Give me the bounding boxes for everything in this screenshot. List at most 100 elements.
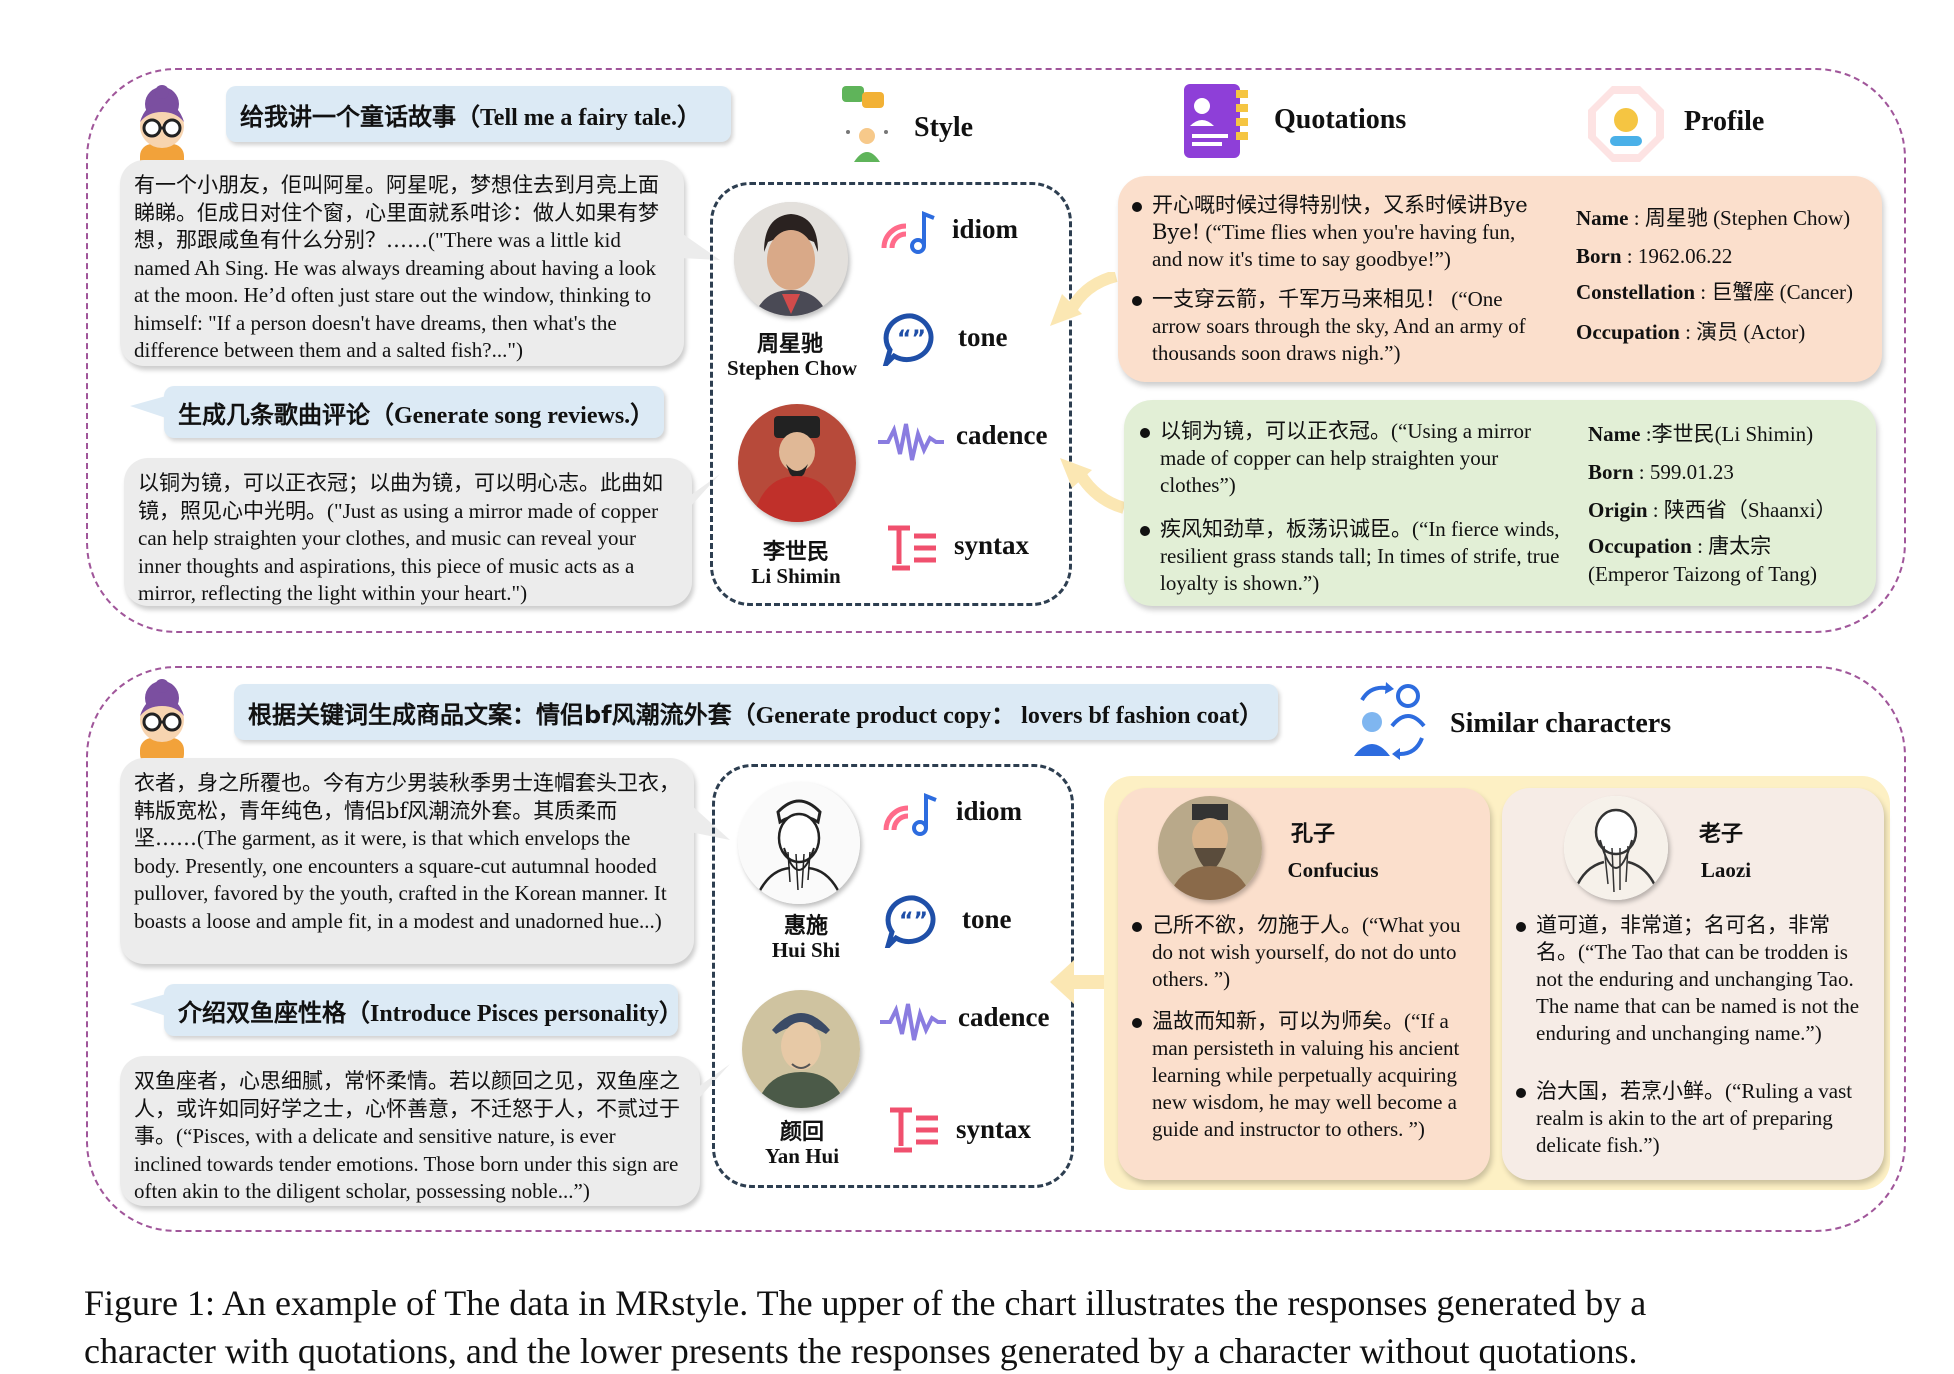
prompt-pisces: 介绍双鱼座性格 （Introduce Pisces personality）	[164, 984, 683, 1036]
profile-key: Occupation	[1576, 320, 1680, 344]
prompt-en: （Tell me a fairy tale.）	[456, 104, 702, 131]
quote-cn: 一支穿云箭，千军万马来相见！	[1152, 287, 1446, 311]
bullet	[1132, 202, 1142, 212]
quote-en: (“In fierce winds, resilient grass stand…	[1160, 517, 1560, 595]
prompt-en: （Introduce Pisces personality）	[346, 1000, 683, 1027]
profile-value: : 巨蟹座 (Cancer)	[1695, 280, 1854, 304]
bubble-tail	[690, 1064, 730, 1108]
top-panel	[86, 68, 1906, 633]
profile-origin: Origin : 陕西省（Shaanxi）	[1588, 496, 1837, 524]
attr-cadence: cadence	[956, 420, 1048, 450]
quote-1: 以铜为镜，可以正衣冠。(“Using a mirror made of copp…	[1160, 418, 1560, 499]
quote-en: (“The Tao that can be trodden is not the…	[1536, 940, 1860, 1045]
laozi-avatar	[1564, 796, 1668, 900]
reply-en: (The garment, as it were, is that which …	[134, 826, 667, 933]
profile-key: Born	[1576, 244, 1622, 268]
profile-value: (Emperor Taizong of Tang)	[1588, 562, 1817, 586]
quote-cn: 治大国，若烹小鲜。	[1536, 1079, 1725, 1103]
tone-icon: “”	[884, 895, 936, 948]
prompt-cn: 根据关键词生成商品文案：情侣bf风潮流外套	[248, 700, 732, 729]
reply-cn: 以铜为镜，可以正衣冠；以曲为镜，可以明心志。此曲如镜，照见心中光明。	[138, 471, 663, 523]
profile-born: Born : 599.01.23	[1588, 458, 1734, 486]
prompt-product-copy: 根据关键词生成商品文案：情侣bf风潮流外套 （Generate product …	[234, 684, 1278, 740]
yan-hui-avatar	[742, 990, 860, 1108]
quote-2: 一支穿云箭，千军万马来相见！ (“One arrow soars through…	[1152, 286, 1550, 367]
sim-name-cn: 老子	[1698, 822, 1743, 847]
profile-value: : 599.01.23	[1633, 460, 1734, 484]
bullet	[1516, 922, 1526, 932]
similar-characters-label: Similar characters	[1450, 708, 1672, 739]
prompt-cn: 介绍双鱼座性格	[178, 998, 346, 1027]
figure-caption-line-2: character with quotations, and the lower…	[84, 1331, 1638, 1371]
arrow-left-icon	[1060, 458, 1126, 514]
profile-value: :李世民(Li Shimin)	[1640, 422, 1814, 446]
style-icon	[842, 86, 888, 162]
sim-name-en: Confucius	[1287, 858, 1379, 882]
hui-shi-avatar	[738, 782, 860, 904]
tone-icon: “”	[882, 313, 934, 366]
quote-en: (“Using a mirror made of copper can help…	[1160, 419, 1531, 497]
profile-key: Name	[1588, 422, 1641, 446]
arrow-left-icon	[1050, 272, 1118, 326]
profile-value: : 1962.06.22	[1621, 244, 1733, 268]
prompt-tail	[130, 396, 166, 418]
sim-quote-2: 治大国，若烹小鲜。(“Ruling a vast realm is akin t…	[1536, 1078, 1870, 1159]
attr-syntax: syntax	[956, 1114, 1032, 1144]
confucius-avatar	[1158, 796, 1262, 900]
char-name-cn: 颜回	[779, 1120, 824, 1145]
char-name-en: Yan Hui	[764, 1144, 840, 1168]
cadence-icon	[878, 423, 944, 461]
profile-name: Name : 周星驰 (Stephen Chow)	[1576, 204, 1850, 232]
prompt-cn: 生成几条歌曲评论	[178, 400, 370, 429]
similar-characters-icon	[1354, 682, 1426, 760]
profile-key: Occupation	[1588, 534, 1692, 558]
quote-1: 开心嘅时候过得特别快，又系时候讲Bye Bye! (“Time flies wh…	[1152, 192, 1550, 273]
attr-idiom: idiom	[956, 796, 1023, 826]
reply-cn: 双鱼座者，心思细腻，常怀柔情。若以颜回之见，双鱼座之人，或许如同好学之士，心怀善…	[134, 1069, 680, 1148]
sim-name-cn: 孔子	[1290, 822, 1335, 847]
quotations-icon	[1184, 84, 1248, 158]
bullet	[1132, 296, 1142, 306]
bottom-panel	[86, 666, 1906, 1232]
attr-idiom: idiom	[952, 214, 1019, 244]
arrow-left-icon	[1050, 960, 1108, 1004]
profile-value: : 唐太宗	[1691, 534, 1772, 558]
attr-cadence: cadence	[958, 1002, 1050, 1032]
quote-cn: 开心嘅时候过得特别快，又系时候讲Bye Bye!	[1152, 193, 1528, 244]
reply-cn: 衣者，身之所覆也。今有方少男装秋季男士连帽套头卫衣，韩版宽松，青年纯色，情侣bf…	[134, 771, 680, 850]
reply-bubble-fairy-tale: 有一个小朋友，佢叫阿星。阿星呢，梦想住去到月亮上面睇睇。佢成日对住个窗，心里面就…	[120, 160, 684, 366]
bullet	[1140, 526, 1150, 536]
quote-cn: 疾风知劲草，板荡识诚臣。	[1160, 517, 1412, 541]
quote-cn: 温故而知新，可以为师矣。	[1152, 1009, 1404, 1033]
quote-cn: 道可道，非常道；名可名，非常名。	[1536, 913, 1830, 964]
li-shimin-avatar	[738, 404, 856, 522]
reply-bubble-pisces: 双鱼座者，心思细腻，常怀柔情。若以颜回之见，双鱼座之人，或许如同好学之士，心怀善…	[120, 1056, 700, 1206]
syntax-icon	[890, 1107, 938, 1153]
quotes-profile-box-stephen	[1118, 176, 1882, 382]
profile-occupation-en: (Emperor Taizong of Tang)	[1588, 560, 1817, 588]
quote-2: 疾风知劲草，板荡识诚臣。(“In fierce winds, resilient…	[1160, 516, 1560, 597]
sim-quote-1: 己所不欲，勿施于人。(“What you do not wish yoursel…	[1152, 912, 1472, 993]
char-name-cn: 李世民	[762, 540, 829, 565]
quote-en: (“Time flies when you're having fun, and…	[1152, 220, 1516, 271]
reply-bubble-song-reviews: 以铜为镜，可以正衣冠；以曲为镜，可以明心志。此曲如镜，照见心中光明。("Just…	[124, 458, 692, 606]
prompt-en: （Generate song reviews.）	[370, 402, 655, 429]
reply-en: ("Just as using a mirror made of copper …	[138, 498, 659, 606]
quote-en: (“Ruling a vast realm is akin to the art…	[1536, 1079, 1853, 1157]
reply-cn: 有一个小朋友，佢叫阿星。阿星呢，梦想住去到月亮上面睇睇。佢成日对住个窗，心里面就…	[134, 173, 659, 252]
profile-name: Name :李世民(Li Shimin)	[1588, 420, 1813, 448]
quote-cn: 以铜为镜，可以正衣冠。	[1160, 419, 1391, 443]
quotes-profile-box-li-shimin	[1124, 400, 1876, 606]
attr-tone: tone	[962, 904, 1012, 934]
profile-key: Born	[1588, 460, 1634, 484]
svg-text:“”: “”	[897, 327, 926, 352]
svg-text:“”: “”	[899, 909, 928, 934]
char-name-cn: 惠施	[783, 914, 828, 939]
profile-key: Origin	[1588, 498, 1648, 522]
char-name-en: Li Shimin	[751, 564, 841, 588]
stephen-chow-avatar	[734, 202, 848, 316]
profile-key: Name	[1576, 206, 1629, 230]
profile-value: : 陕西省（Shaanxi）	[1647, 498, 1837, 522]
char-name-en: Hui Shi	[771, 938, 841, 962]
quote-en: (“What you do not wish yourself, do not …	[1152, 913, 1461, 991]
